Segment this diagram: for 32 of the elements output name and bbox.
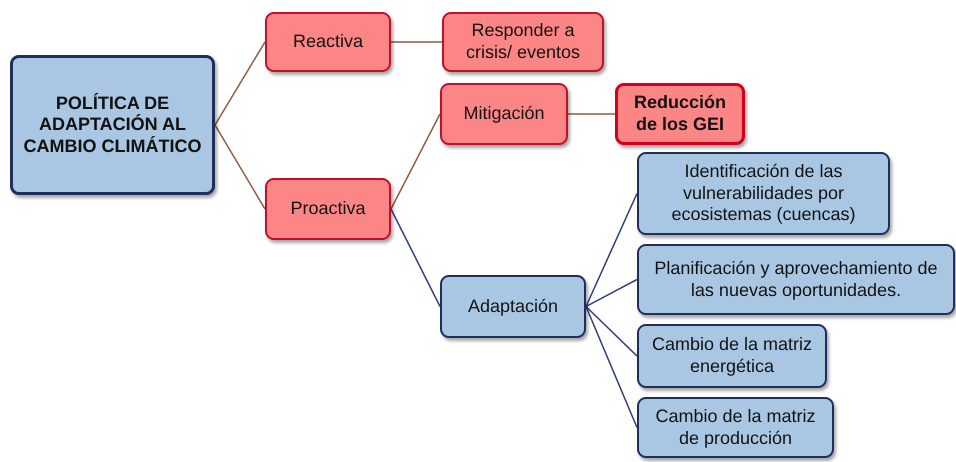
title-box [10, 55, 215, 195]
concept-box [615, 83, 745, 145]
box-label: Mitigación [463, 103, 545, 125]
box-label: Responder a crisis/ eventos [464, 20, 582, 64]
connector-line [568, 113, 615, 115]
concept-box [637, 324, 827, 388]
box-label: POLÍTICA DE ADAPTACIÓN AL CAMBIO CLIMÁTICO [22, 92, 202, 158]
concept-box [637, 397, 834, 458]
connector-line [390, 114, 441, 210]
box-label: Proactiva [290, 198, 366, 220]
connector-line [585, 193, 638, 307]
box-label: Reactiva [292, 31, 364, 53]
connector-line [585, 306, 638, 428]
concept-box [265, 178, 391, 240]
box-label: Identificación de las vulnerabilidades por ecosistemas (cuencas) [670, 161, 857, 226]
connector-line [585, 306, 638, 357]
concept-box [440, 83, 568, 145]
box-label: Reducción de los GEI [632, 92, 727, 136]
connector-line [214, 42, 266, 126]
connector-line [214, 124, 266, 210]
concept-box [442, 12, 604, 72]
box-label: Cambio de la matriz de producción [654, 406, 817, 450]
concept-box [440, 275, 586, 338]
box-label: Planificación y aprovechamiento de las nuevas oportunidades. [653, 258, 939, 302]
concept-box [637, 152, 890, 235]
connector-line [391, 41, 442, 43]
connector-line [586, 278, 638, 308]
connector-line [390, 208, 441, 307]
concept-box [637, 244, 955, 315]
concept-box [265, 12, 391, 72]
box-label: Adaptación [468, 296, 558, 318]
box-label: Cambio de la matriz energética [650, 334, 814, 378]
